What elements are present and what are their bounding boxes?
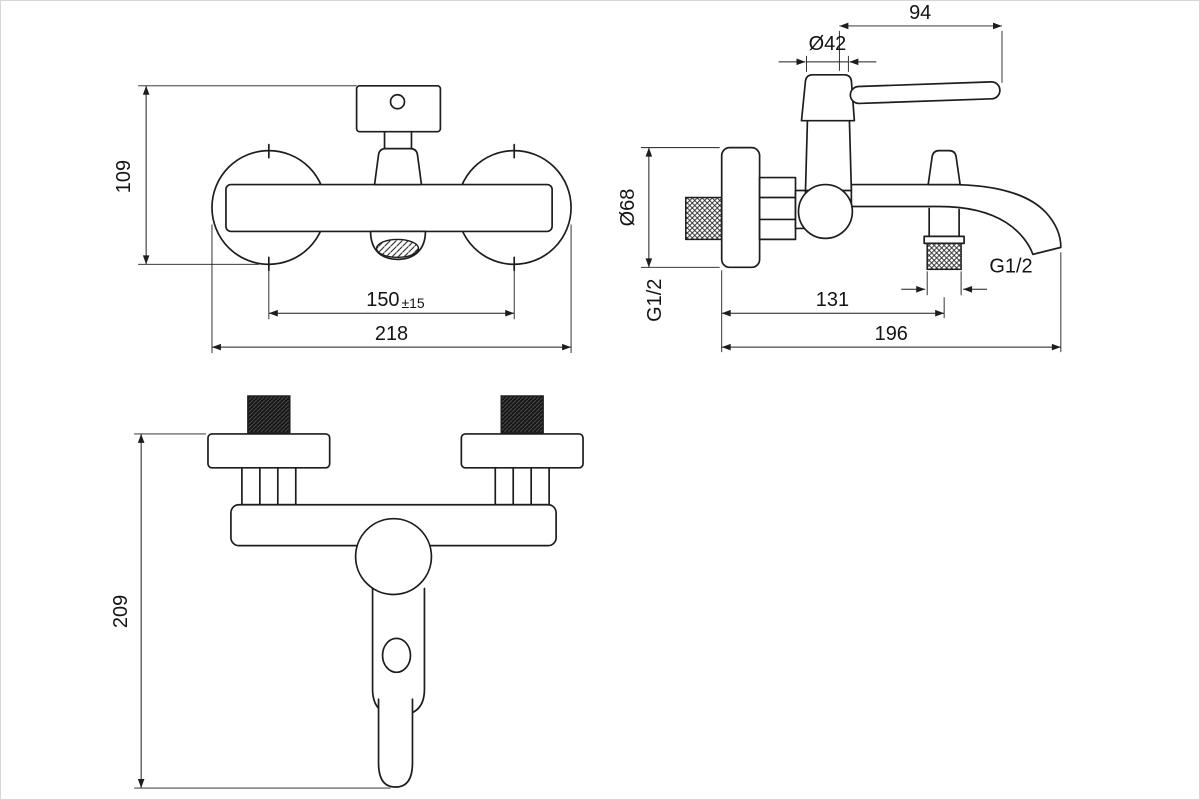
dim-label-d68: Ø68 xyxy=(617,189,639,227)
mount-screw-hole xyxy=(389,93,406,110)
flange-right xyxy=(460,433,584,469)
handle-hole xyxy=(381,637,412,674)
wall-pipe-thread-right xyxy=(500,395,544,434)
label-inlet-thread: G1/2 xyxy=(644,279,666,322)
dim-overall-depth: 196 xyxy=(721,252,1062,353)
dim-outlet-offset: 131 xyxy=(721,270,945,353)
escutcheon-side xyxy=(720,146,761,269)
handle-tip-top xyxy=(377,698,414,788)
front-view: 109 150 ±15 218 xyxy=(113,84,572,354)
nut-left xyxy=(241,466,297,506)
dim-cartridge-diameter: Ø42 xyxy=(778,33,877,72)
cartridge-cap xyxy=(800,73,856,122)
wall-pipe-thread-left xyxy=(247,395,291,434)
spout-side xyxy=(850,183,1062,256)
body-neck xyxy=(804,117,853,192)
mount-stack-left xyxy=(207,395,331,506)
dim-label-131: 131 xyxy=(816,289,849,311)
dim-handle-length: 94 xyxy=(838,2,1003,83)
dim-label-196: 196 xyxy=(875,323,908,345)
nut-right xyxy=(494,466,550,506)
flange-left xyxy=(207,433,331,469)
diverter-knob-front xyxy=(373,147,423,186)
dim-escutcheon-diameter: Ø68 xyxy=(617,147,720,268)
dim-label-218: 218 xyxy=(375,323,408,345)
dim-mount-spacing: 150 ±15 xyxy=(268,267,515,320)
dim-label-150: 150 xyxy=(366,289,399,311)
dim-label-109: 109 xyxy=(113,160,135,193)
body-bar xyxy=(225,183,553,233)
wall-mount-box xyxy=(355,84,442,150)
dim-front-height: 109 xyxy=(113,85,357,265)
cartridge-top xyxy=(354,517,433,596)
mount-stack-right xyxy=(460,395,584,506)
dim-label-94: 94 xyxy=(909,2,931,24)
label-outlet-thread: G1/2 xyxy=(989,255,1032,277)
top-view: 209 xyxy=(110,395,584,789)
inlet-thread-stub xyxy=(685,196,723,241)
dim-label-209: 209 xyxy=(110,595,132,628)
dim-outlet-thread: G1/2 xyxy=(901,255,1033,296)
dim-overall-width: 218 xyxy=(211,224,572,354)
body-ball xyxy=(797,183,854,240)
side-view: 94 Ø42 Ø68 G1/2 G1/2 1 xyxy=(617,2,1062,353)
lever-handle xyxy=(849,81,1001,105)
diverter-knob-side xyxy=(927,149,961,186)
aerator xyxy=(375,238,420,259)
dim-label-150-tolerance: ±15 xyxy=(401,295,424,311)
shower-outlet xyxy=(923,207,965,271)
dim-label-d42: Ø42 xyxy=(809,33,847,55)
dim-overall-length: 209 xyxy=(110,433,391,789)
